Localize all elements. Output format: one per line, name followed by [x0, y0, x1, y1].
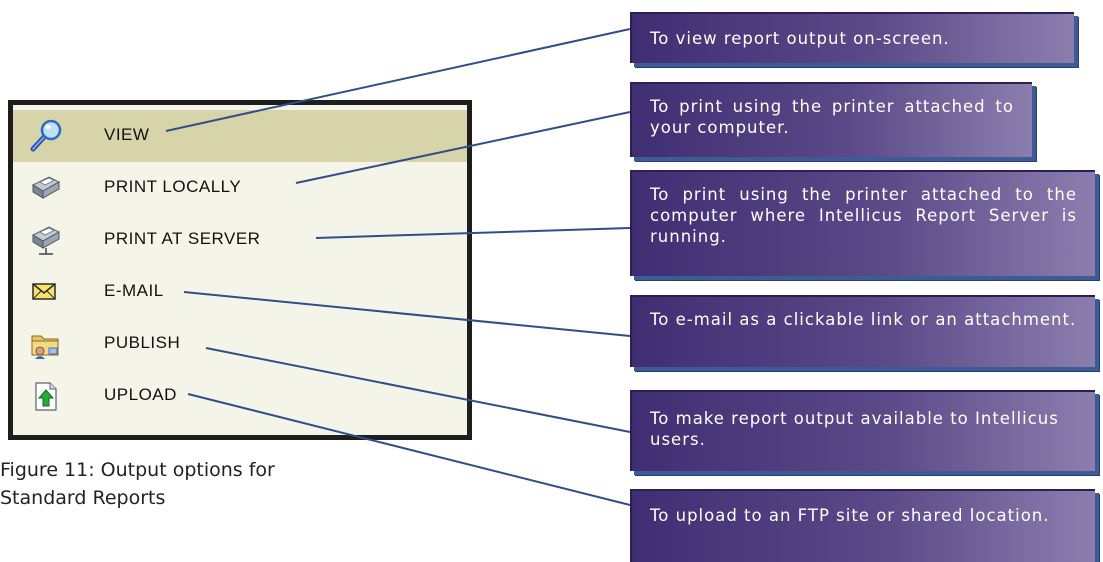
callout-email: To e-mail as a clickable link or an atta…	[630, 295, 1095, 367]
menu-item-print-at-server[interactable]: PRINT AT SERVER	[13, 214, 467, 266]
menu-item-print-locally[interactable]: PRINT LOCALLY	[13, 162, 467, 214]
callout-publish: To make report output available to Intel…	[630, 390, 1095, 471]
menu-item-email[interactable]: E-MAIL	[13, 266, 467, 318]
menu-item-view[interactable]: VIEW	[13, 110, 467, 162]
callout-view: To view report output on-screen.	[630, 12, 1074, 63]
local-printer-icon	[27, 171, 63, 205]
callout-upload: To upload to an FTP site or shared locat…	[630, 489, 1095, 562]
callout-print-at-server: To print using the printer attached to t…	[630, 170, 1095, 276]
menu-item-label: PUBLISH	[104, 333, 181, 352]
upload-icon	[27, 379, 63, 413]
menu-item-upload[interactable]: UPLOAD	[13, 370, 467, 422]
menu-item-label: PRINT AT SERVER	[104, 229, 261, 248]
menu-item-label: UPLOAD	[104, 385, 177, 404]
envelope-icon	[27, 275, 63, 309]
publish-folder-icon	[27, 327, 63, 361]
menu-item-label: E-MAIL	[104, 281, 164, 300]
menu-item-label: PRINT LOCALLY	[104, 177, 242, 196]
magnifier-icon	[27, 119, 63, 153]
menu-item-label: VIEW	[104, 125, 150, 144]
server-printer-icon	[27, 223, 63, 257]
menu-item-publish[interactable]: PUBLISH	[13, 318, 467, 370]
callout-print-locally: To print using the printer attached to y…	[630, 82, 1032, 157]
output-options-menu: VIEW PRINT LOCALLY PRINT AT SERVER	[8, 100, 472, 440]
figure-caption: Figure 11: Output options for Standard R…	[0, 459, 275, 509]
